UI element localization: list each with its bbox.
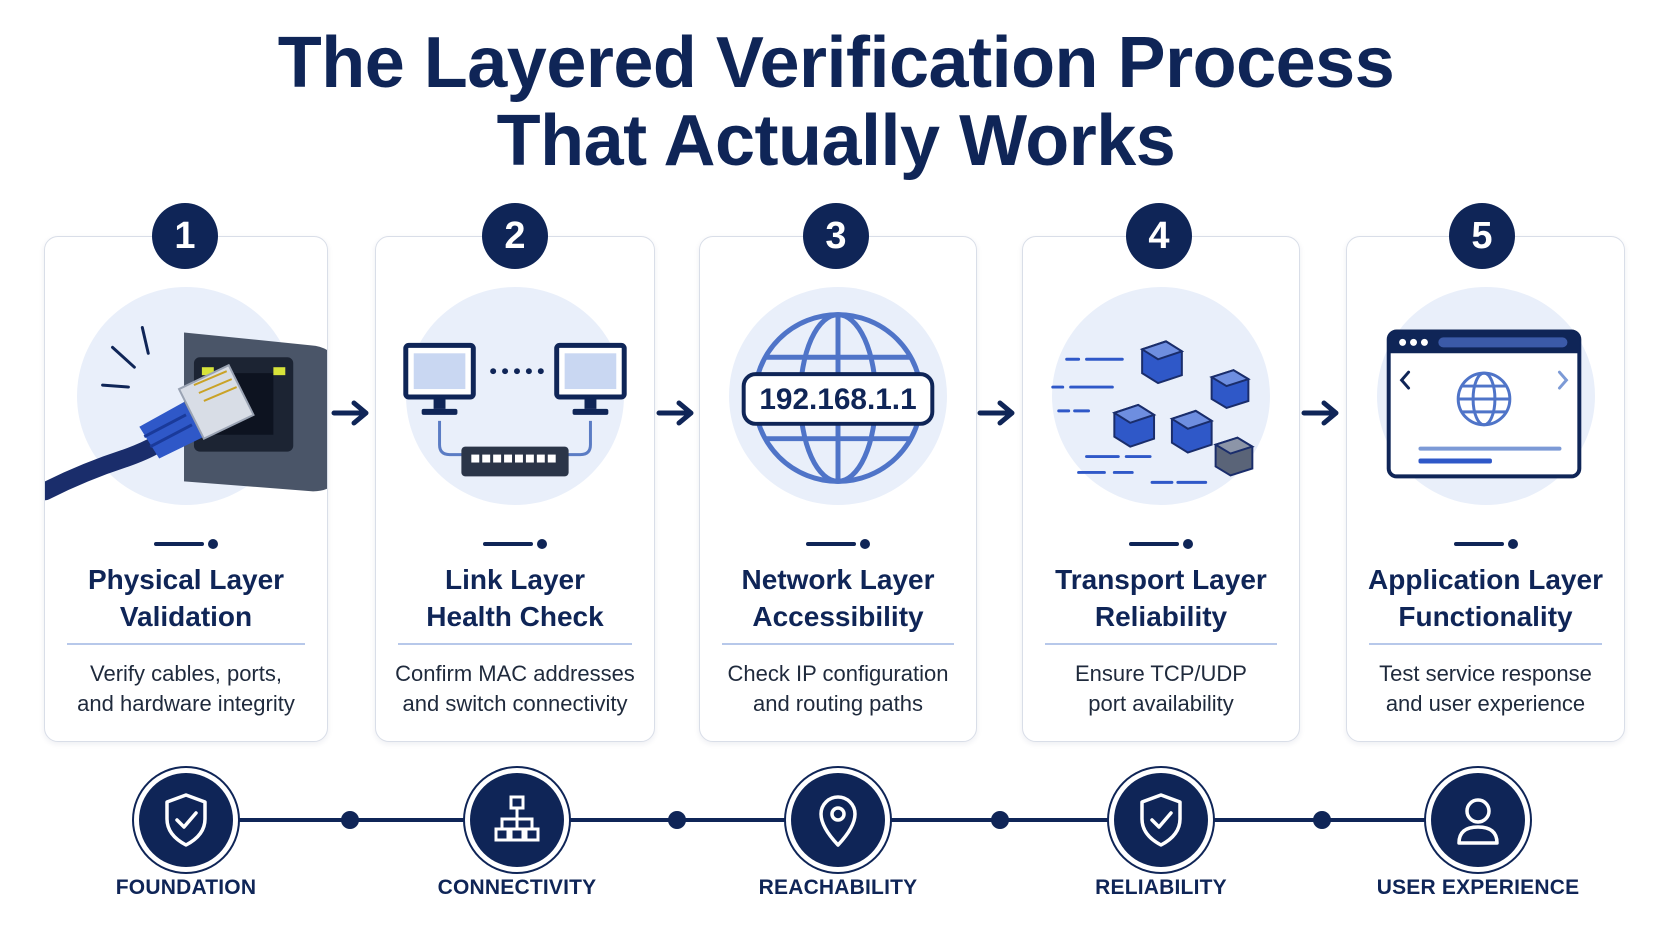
user-icon: [1431, 773, 1525, 867]
card-separator: [1453, 539, 1518, 549]
step-description: Confirm MAC addresses and switch connect…: [395, 661, 635, 716]
shield-check-icon: [1114, 773, 1208, 867]
ip-address-label: 192.168.1.1: [759, 383, 916, 416]
timeline-label-user-experience: USER EXPERIENCE: [1376, 876, 1580, 899]
step-description: Ensure TCP/UDP port availability: [1075, 661, 1247, 716]
timeline-label-reliability: RELIABILITY: [1095, 876, 1227, 899]
card-separator: [806, 539, 870, 549]
location-pin-icon: [791, 773, 885, 867]
packets-icon: [1051, 340, 1255, 484]
page-title-line-1: The Layered Verification Process: [277, 23, 1395, 103]
timeline-label-foundation: FOUNDATION: [115, 876, 257, 899]
step-card-application-layer: Application Layer Functionality Test ser…: [1346, 236, 1625, 742]
card-separator: [154, 539, 218, 549]
step-title: Transport Layer Reliability: [1055, 564, 1267, 632]
step-title: Application Layer Functionality: [1368, 564, 1603, 632]
page-title-line-2: That Actually Works: [496, 101, 1176, 181]
step-card-transport-layer: Transport Layer Reliability Ensure TCP/U…: [1022, 236, 1300, 742]
title-underline: [1045, 643, 1277, 645]
ethernet-cable-icon: [45, 325, 327, 501]
step-card-network-layer: 192.168.1.1 Network Layer Accessibility …: [699, 236, 977, 742]
timeline-label-connectivity: CONNECTIVITY: [437, 876, 597, 899]
step-card-physical-layer: Physical Layer Validation Verify cables,…: [44, 236, 328, 742]
arrow-right-icon: [656, 400, 694, 426]
title-underline: [398, 643, 632, 645]
shield-check-icon: [139, 773, 233, 867]
step-description: Test service response and user experienc…: [1379, 661, 1592, 716]
network-switch-icon: [403, 342, 627, 477]
card-separator: [1129, 539, 1193, 549]
card-separator: [483, 539, 547, 549]
step-title: Network Layer Accessibility: [741, 564, 935, 632]
arrow-right-icon: [331, 400, 369, 426]
timeline-label-reachability: REACHABILITY: [758, 876, 918, 899]
step-description: Check IP configuration and routing paths: [727, 661, 949, 716]
step-number-badge-1: 1: [152, 203, 218, 269]
title-underline: [722, 643, 954, 645]
arrow-right-icon: [977, 400, 1015, 426]
globe-ip-icon: 192.168.1.1: [741, 312, 935, 484]
title-underline: [67, 643, 305, 645]
hierarchy-icon: [470, 773, 564, 867]
step-description: Verify cables, ports, and hardware integ…: [77, 661, 295, 716]
step-number-badge-3: 3: [803, 203, 869, 269]
step-title: Link Layer Health Check: [426, 564, 604, 632]
step-title: Physical Layer Validation: [87, 564, 285, 632]
browser-window-icon: [1386, 329, 1582, 479]
arrow-right-icon: [1301, 400, 1339, 426]
title-underline: [1369, 643, 1602, 645]
step-number-badge-5: 5: [1449, 203, 1515, 269]
step-card-link-layer: Link Layer Health Check Confirm MAC addr…: [375, 236, 655, 742]
step-number-badge-2: 2: [482, 203, 548, 269]
step-number-badge-4: 4: [1126, 203, 1192, 269]
